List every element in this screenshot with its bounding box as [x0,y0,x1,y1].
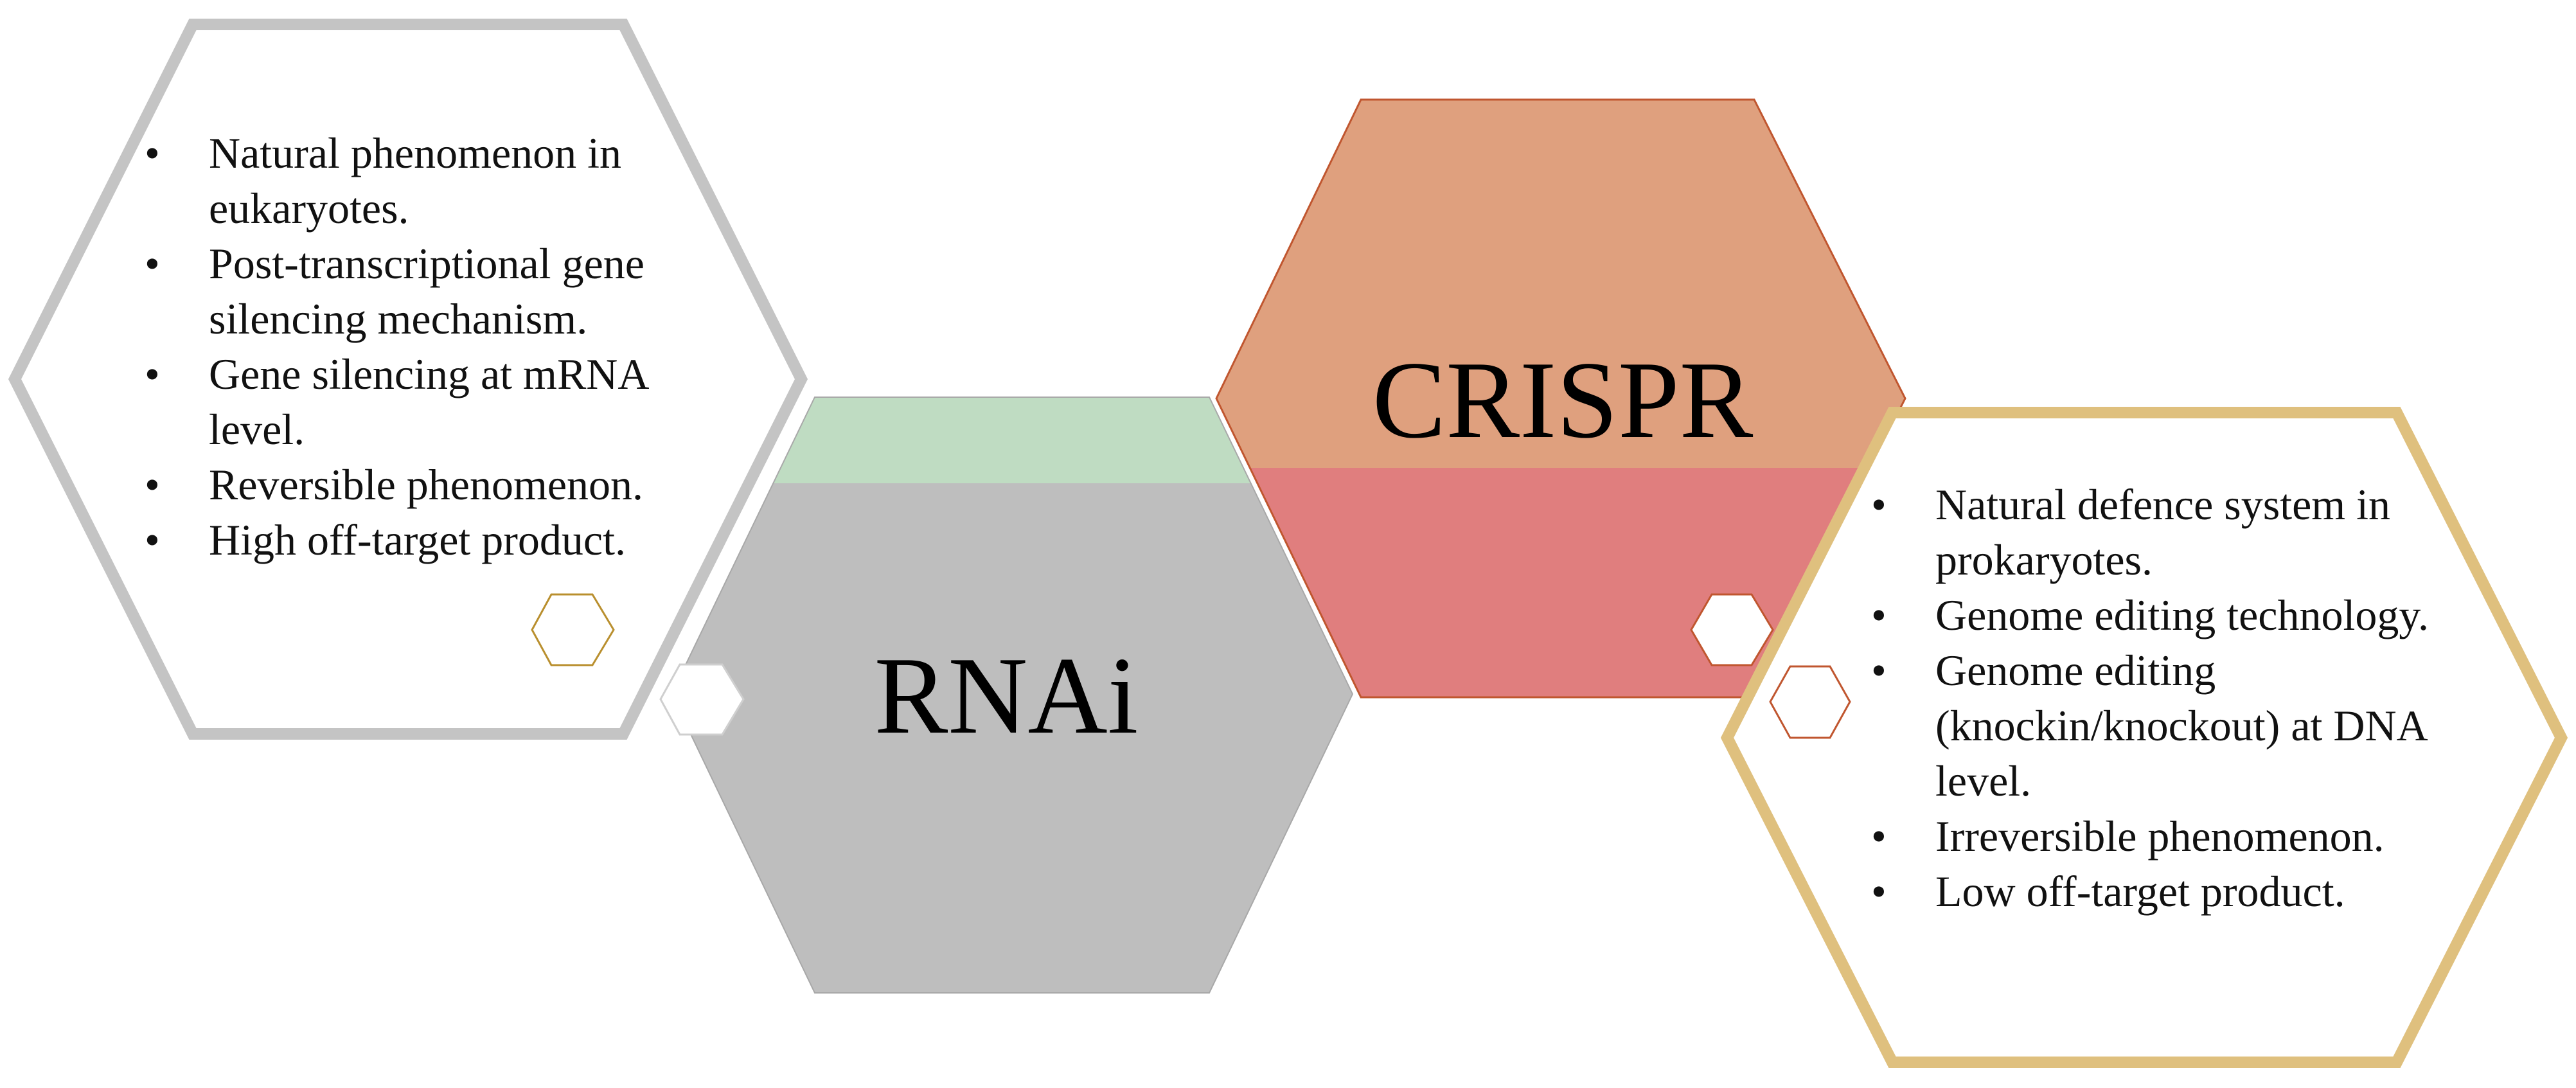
rnai-feature-item: Post-transcriptional gene silencing mech… [145,236,697,346]
rnai-feature-list: Natural phenomenon in eukaryotes. Post-t… [145,125,697,567]
crispr-feature-item: Low off-target product. [1871,864,2437,919]
small-gold-hexagon [531,593,615,666]
crispr-feature-item: Genome editing (knockin/knockout) at DNA… [1871,643,2437,808]
crispr-feature-item: Natural defence system in prokaryotes. [1871,477,2437,587]
rnai-feature-item: Natural phenomenon in eukaryotes. [145,125,697,236]
rnai-feature-item: High off-target product. [145,512,697,567]
small-white-hexagon-crispr [1690,593,1774,666]
rnai-feature-item: Gene silencing at mRNA level. [145,346,697,457]
crispr-feature-list: Natural defence system in prokaryotes. G… [1871,477,2437,919]
crispr-title: CRISPR [1372,339,1754,461]
crispr-feature-item: Irreversible phenomenon. [1871,808,2437,864]
rnai-feature-item: Reversible phenomenon. [145,457,697,512]
crispr-feature-item: Genome editing technology. [1871,587,2437,643]
small-white-hexagon-rnai [659,663,745,736]
rnai-title-hexagon [670,397,1354,994]
rnai-title: RNAi [875,635,1139,757]
small-red-hexagon [1769,665,1851,739]
